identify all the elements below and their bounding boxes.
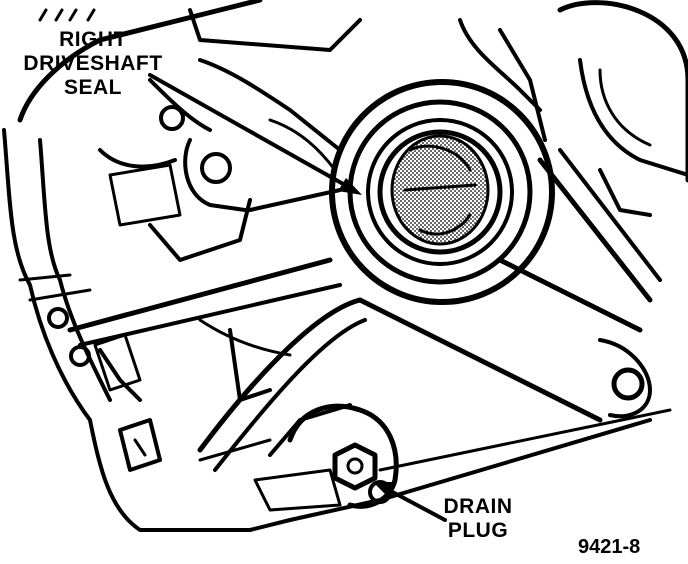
seal-label-line-2: DRIVESHAFT <box>23 52 163 75</box>
drain-plug-boss <box>198 403 399 512</box>
side-boss <box>557 0 688 217</box>
case-flange <box>2 0 292 532</box>
drain-plug <box>332 442 378 491</box>
upper-ribs <box>98 8 547 262</box>
leader-lines <box>148 73 447 522</box>
drain-label-line-2: PLUG <box>447 519 509 542</box>
case-ribs <box>67 148 672 522</box>
drain-plug-label: DRAIN PLUG <box>428 495 528 543</box>
right-driveshaft-seal-label: RIGHT DRIVESHAFT SEAL <box>18 28 168 100</box>
figure-number: 9421-8 <box>578 536 641 558</box>
seal-label-line-3: SEAL <box>63 76 122 99</box>
corner-hatch <box>38 8 96 22</box>
seal-label-line-1: RIGHT <box>59 28 127 51</box>
lower-pocket <box>118 418 162 472</box>
driveshaft-seal <box>329 79 555 305</box>
drain-label-line-1: DRAIN <box>443 495 513 518</box>
